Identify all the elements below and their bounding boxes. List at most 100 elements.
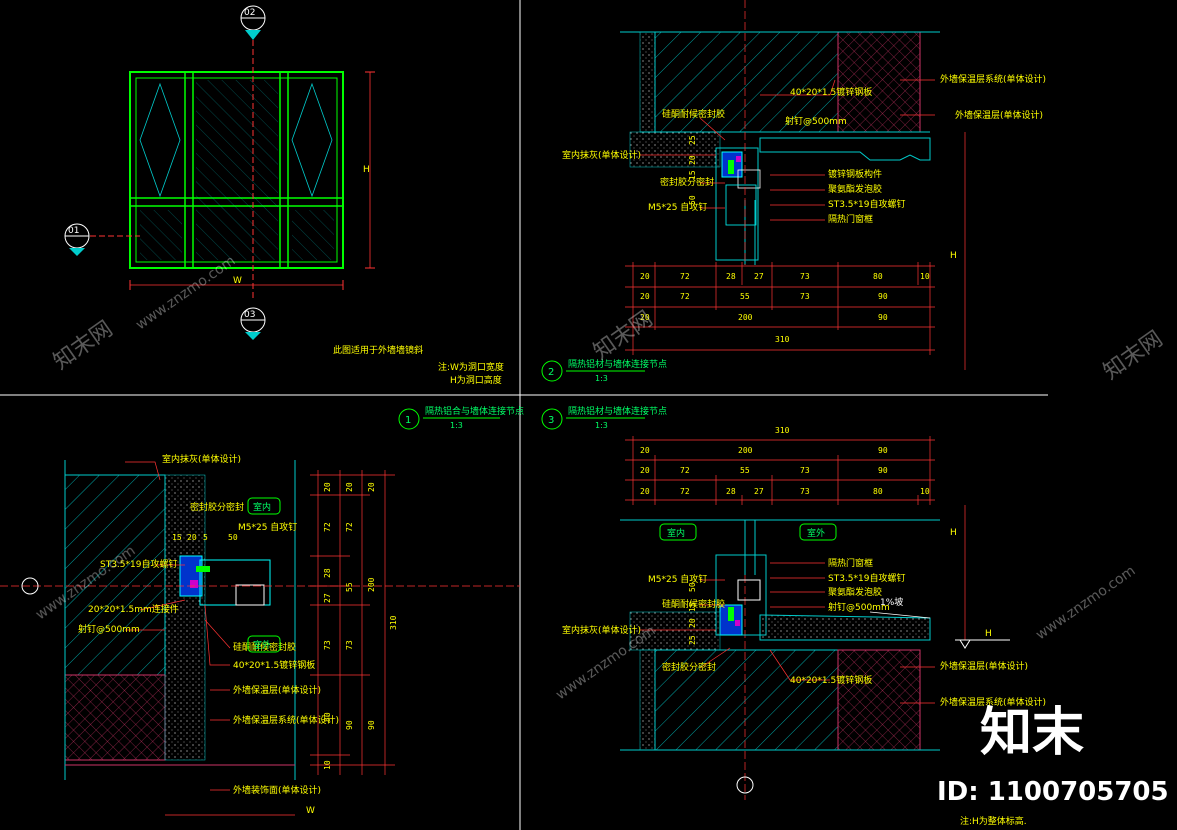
d3-label-6: 室内抹灰(单体设计) <box>562 624 641 636</box>
d2-label-0: 外墙保温层系统(单体设计) <box>940 73 1046 85</box>
watermark-id: ID: 1100705705 <box>937 777 1169 807</box>
svg-text:20: 20 <box>640 446 650 455</box>
d2-height-label: H <box>950 251 957 261</box>
svg-text:20: 20 <box>640 466 650 475</box>
d1-label-8: 外墙保温层(单体设计) <box>233 684 321 696</box>
d1-label-2: 20*20*1.5mm连接件 <box>88 603 179 615</box>
svg-text:50: 50 <box>688 195 697 205</box>
svg-text:25: 25 <box>688 635 697 645</box>
svg-text:90: 90 <box>345 720 354 730</box>
svg-text:01: 01 <box>68 226 79 236</box>
d1-label-4: 密封胶分密封 <box>190 501 244 513</box>
d2-label-3: 射钉@500mm <box>785 115 847 127</box>
d2-label-9: 聚氨酯发泡胶 <box>828 183 882 195</box>
svg-text:15: 15 <box>172 533 182 542</box>
svg-text:80: 80 <box>873 272 883 281</box>
svg-text:28: 28 <box>323 568 332 578</box>
d2-label-7: M5*25 自攻钉 <box>648 201 707 213</box>
d2-label-6: 密封胶分密封 <box>660 176 714 188</box>
svg-text:www.znzmo.com: www.znzmo.com <box>133 253 238 333</box>
svg-text:03: 03 <box>244 310 255 320</box>
elevation-note-line2: H为洞口高度 <box>450 374 502 386</box>
d3-label-10: 外墙保温层系统(单体设计) <box>940 696 1046 708</box>
svg-text:20: 20 <box>640 313 650 322</box>
svg-text:90: 90 <box>878 313 888 322</box>
svg-text:55: 55 <box>345 582 354 592</box>
d3-label-4: M5*25 自攻钉 <box>648 573 707 585</box>
d2-label-5: 室内抹灰(单体设计) <box>562 149 641 161</box>
svg-text:73: 73 <box>800 292 810 301</box>
svg-text:知末网: 知末网 <box>1099 327 1167 385</box>
svg-text:90: 90 <box>878 292 888 301</box>
d1-label-5: M5*25 自攻钉 <box>238 521 297 533</box>
svg-text:20: 20 <box>367 482 376 492</box>
d2-label-11: 隔热门窗框 <box>828 213 873 225</box>
svg-text:20: 20 <box>688 155 697 165</box>
svg-text:3: 3 <box>548 415 554 426</box>
svg-text:15: 15 <box>688 170 697 180</box>
d2-label-10: ST3.5*19自攻螺钉 <box>828 198 905 210</box>
d1-room-out: 室外 <box>253 639 271 651</box>
svg-text:知末网: 知末网 <box>589 307 657 365</box>
svg-text:10: 10 <box>920 487 930 496</box>
d3-label-9: 外墙保温层(单体设计) <box>940 660 1028 672</box>
svg-text:72: 72 <box>680 487 690 496</box>
d3-label-3: 射钉@500mm <box>828 601 890 613</box>
detail-3-title: 3 隔热铝材与墙体连接节点 1:3 <box>541 405 667 430</box>
svg-text:隔热铝材与墙体连接节点: 隔热铝材与墙体连接节点 <box>568 405 667 417</box>
svg-text:72: 72 <box>680 466 690 475</box>
svg-text:1:3: 1:3 <box>595 421 608 430</box>
d3-label-7: 密封胶分密封 <box>662 661 716 673</box>
svg-text:10: 10 <box>323 760 332 770</box>
d2-label-2: 40*20*1.5镀锌钢板 <box>790 86 872 98</box>
svg-text:知末网: 知末网 <box>49 317 117 375</box>
d3-label-0: 隔热门窗框 <box>828 557 873 569</box>
svg-text:27: 27 <box>754 487 764 496</box>
svg-text:20: 20 <box>640 272 650 281</box>
svg-text:www.znzmo.com: www.znzmo.com <box>1033 563 1138 643</box>
d3-label-2: 聚氨酯发泡胶 <box>828 586 882 598</box>
d2-label-1: 外墙保温层(单体设计) <box>955 109 1043 121</box>
d1-label-0: 室内抹灰(单体设计) <box>162 453 241 465</box>
svg-text:310: 310 <box>389 615 398 630</box>
svg-text:50: 50 <box>228 533 238 542</box>
svg-text:1:3: 1:3 <box>450 421 463 430</box>
d1-label-10: 外墙装饰面(单体设计) <box>233 784 321 796</box>
svg-text:5: 5 <box>203 533 208 542</box>
section-marker-left: 01 <box>64 223 90 256</box>
svg-text:隔热铝合与墙体连接节点: 隔热铝合与墙体连接节点 <box>425 405 524 417</box>
svg-text:15: 15 <box>688 602 697 612</box>
svg-text:310: 310 <box>775 426 790 435</box>
d3-label-5: 硅酮耐候密封胶 <box>662 598 725 610</box>
svg-text:25: 25 <box>688 135 697 145</box>
elevation-height-label: H <box>363 165 370 175</box>
svg-text:80: 80 <box>873 487 883 496</box>
svg-text:55: 55 <box>740 292 750 301</box>
svg-text:80: 80 <box>323 712 332 722</box>
svg-text:隔热铝材与墙体连接节点: 隔热铝材与墙体连接节点 <box>568 358 667 370</box>
svg-text:73: 73 <box>345 640 354 650</box>
svg-text:28: 28 <box>726 272 736 281</box>
d3-label-1: ST3.5*19自攻螺钉 <box>828 572 905 584</box>
svg-text:72: 72 <box>680 272 690 281</box>
d1-label-1: ST3.5*19自攻螺钉 <box>100 558 177 570</box>
svg-text:20: 20 <box>345 482 354 492</box>
d1-label-3: 射钉@500mm <box>78 623 140 635</box>
door-elevation: W H 02 01 03 此图适用于外墙墙镜斜 注:W为洞口宽度 H为洞口高度 <box>64 5 504 386</box>
svg-text:72: 72 <box>323 522 332 532</box>
elevation-caption: 此图适用于外墙墙镜斜 <box>333 344 423 356</box>
svg-text:27: 27 <box>323 593 332 603</box>
d1-room-in: 室内 <box>253 501 271 513</box>
d3-room-in: 室内 <box>667 527 685 539</box>
svg-text:20: 20 <box>688 618 697 628</box>
svg-text:55: 55 <box>740 466 750 475</box>
d3-note: 注:H为整体标高. <box>960 815 1027 827</box>
d3-room-out: 室外 <box>807 527 825 539</box>
detail-3: 3 隔热铝材与墙体连接节点 1:3 310 20 200 90 20 72 55… <box>541 405 1046 827</box>
svg-text:72: 72 <box>680 292 690 301</box>
d1-width-label: W <box>306 806 315 816</box>
detail-2: 外墙保温层系统(单体设计) 外墙保温层(单体设计) 40*20*1.5镀锌钢板 … <box>541 0 1046 383</box>
svg-text:20: 20 <box>323 482 332 492</box>
svg-text:310: 310 <box>775 335 790 344</box>
